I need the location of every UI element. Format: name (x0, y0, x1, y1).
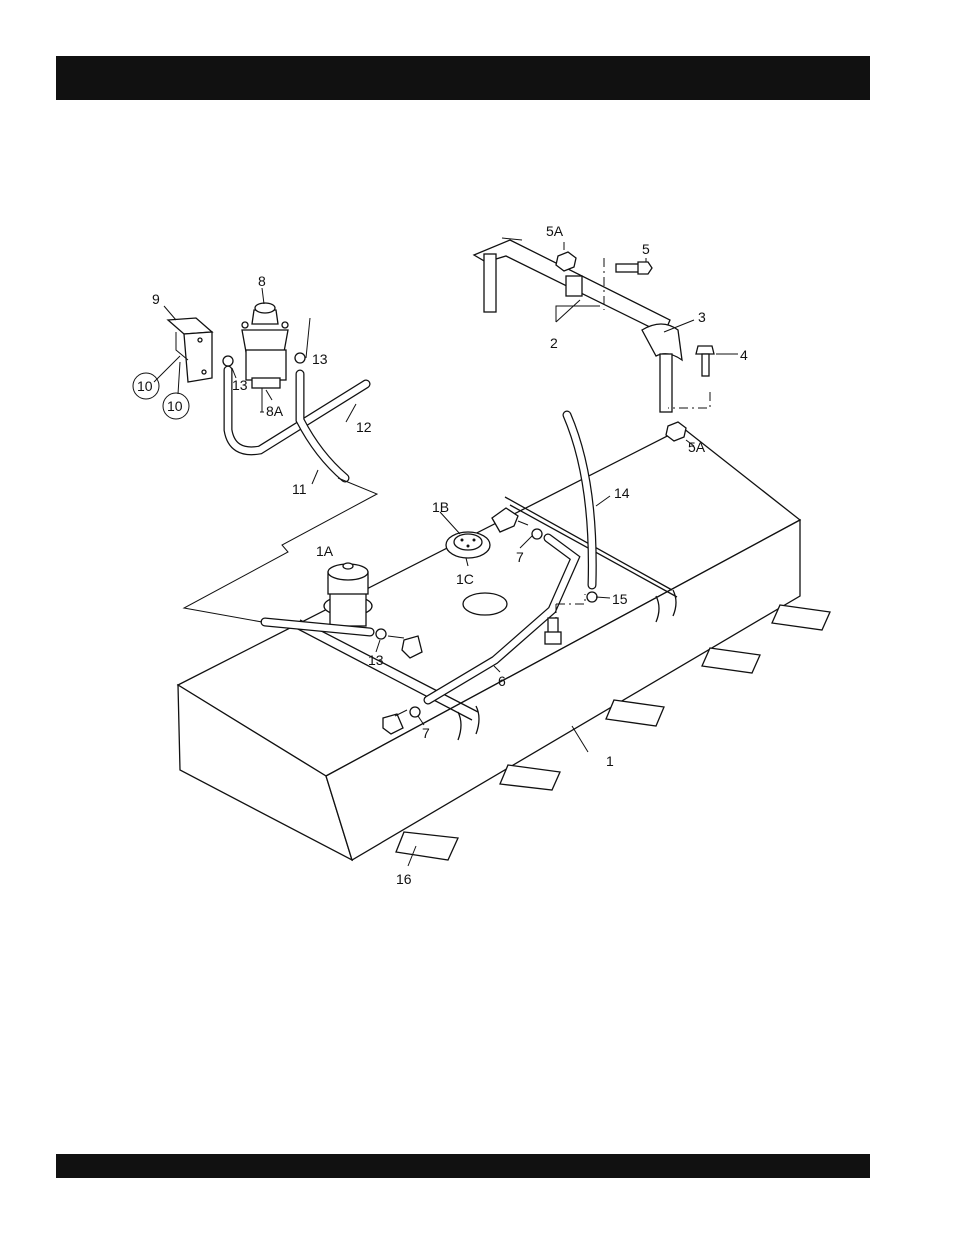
callout-15: 15 (612, 591, 628, 607)
callout-11: 11 (292, 481, 307, 497)
callout-13-b: 13 (232, 377, 248, 393)
callout-13-c: 13 (368, 652, 384, 668)
callout-8a: 8A (266, 403, 284, 419)
callout-5: 5 (642, 241, 650, 257)
tank-sender-1a (324, 563, 372, 626)
callout-5a-top: 5A (546, 223, 564, 239)
callout-14: 14 (614, 485, 630, 501)
callout-1b: 1B (432, 499, 449, 515)
callout-13-a: 13 (312, 351, 328, 367)
fill-cap-1b (446, 532, 490, 558)
hoses-11-12 (223, 353, 366, 478)
fuel-tank (178, 428, 800, 860)
callout-10-a: 10 (137, 378, 153, 394)
callout-7-top: 7 (516, 549, 524, 565)
tank-bracket-assembly (474, 238, 714, 441)
callout-1: 1 (606, 753, 614, 769)
callout-10-b: 10 (167, 398, 183, 414)
callout-2: 2 (550, 335, 558, 351)
callout-12: 12 (356, 419, 372, 435)
callout-8: 8 (258, 273, 266, 289)
filter-bracket-9 (168, 318, 212, 382)
callout-9: 9 (152, 291, 160, 307)
fuel-filter-8 (242, 303, 288, 412)
callout-1c: 1C (456, 571, 474, 587)
callout-6: 6 (498, 673, 506, 689)
callout-16: 16 (396, 871, 412, 887)
callout-1a: 1A (316, 543, 334, 559)
callout-4: 4 (740, 347, 748, 363)
callout-5a-bottom: 5A (688, 439, 706, 455)
callout-7-bottom: 7 (422, 725, 430, 741)
callout-3: 3 (698, 309, 706, 325)
